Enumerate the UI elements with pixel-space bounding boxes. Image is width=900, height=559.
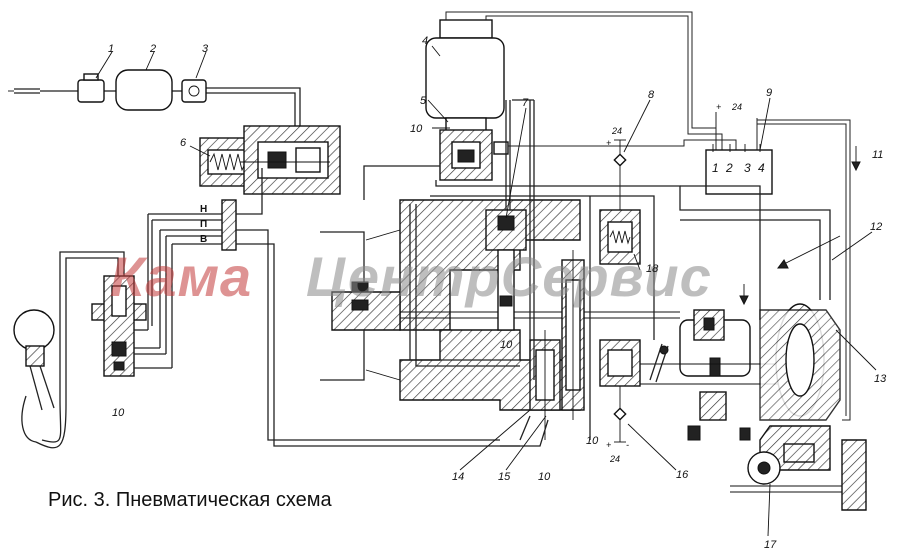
voltage-24-bottom: 24 [609,454,620,464]
fork-lever [649,343,669,383]
switch-box-9 [705,144,773,195]
plus-bottom: + [606,440,611,450]
label-10-bottom: 10 [538,471,551,483]
label-7: 7 [522,97,529,109]
terminal-3: 3 [744,161,751,175]
label-6: 6 [180,137,187,149]
label-4: 4 [422,35,428,47]
minus-bottom: - [626,440,629,450]
plus-top-left: + [606,138,611,148]
watermark-right: ЦентрСервис [306,245,712,308]
label-18: 18 [646,263,659,275]
clutch-assembly [640,303,841,441]
plus-mid: + [716,102,721,112]
callout-labels: 1 2 3 4 5 10 6 7 8 9 11 12 13 14 15 16 1… [108,35,887,551]
label-10-top: 10 [410,123,423,135]
distributor-npv [147,168,520,447]
flow-arrows [8,90,861,306]
wiring [445,11,851,421]
receiver-2 [115,69,173,111]
label-15: 15 [498,471,511,483]
voltage-24-mid: 24 [731,102,742,112]
label-10-left: 10 [112,407,125,419]
label-12: 12 [870,221,882,233]
valve-18 [599,139,641,265]
port-n-label: Н [200,204,207,215]
terminal-1: 1 [712,161,719,175]
port-v-label: В [200,234,207,245]
label-3: 3 [202,43,209,55]
voltage-24-top: 24 [611,126,622,136]
label-8: 8 [648,89,655,101]
shift-mechanism [529,250,585,440]
watermark: Кама ЦентрСервис [110,245,712,308]
label-10-mid: 10 [500,339,513,351]
driver-valve-left [59,251,172,377]
leader-lines [95,45,877,537]
motor-4 [425,19,509,181]
gear-lever [13,290,67,449]
label-9: 9 [766,87,772,99]
label-11: 11 [872,149,883,161]
port-p-label: П [200,219,207,230]
pressure-regulator-6 [199,125,341,195]
label-16: 16 [676,469,689,481]
valve-16 [599,339,641,443]
label-17: 17 [764,539,777,551]
label-5: 5 [420,95,427,107]
lower-housing-17 [730,425,867,511]
label-13: 13 [874,373,887,385]
label-10-lower: 10 [586,435,599,447]
label-14: 14 [452,471,464,483]
figure-caption: Рис. 3. Пневматическая схема [48,489,332,511]
valve-3 [181,79,207,103]
terminal-2: 2 [725,161,733,175]
label-1: 1 [108,43,114,55]
filter-1 [77,73,105,103]
label-2: 2 [149,43,156,55]
watermark-left: Кама [110,245,252,308]
housing-pipes [363,99,831,447]
terminal-4: 4 [758,161,765,175]
